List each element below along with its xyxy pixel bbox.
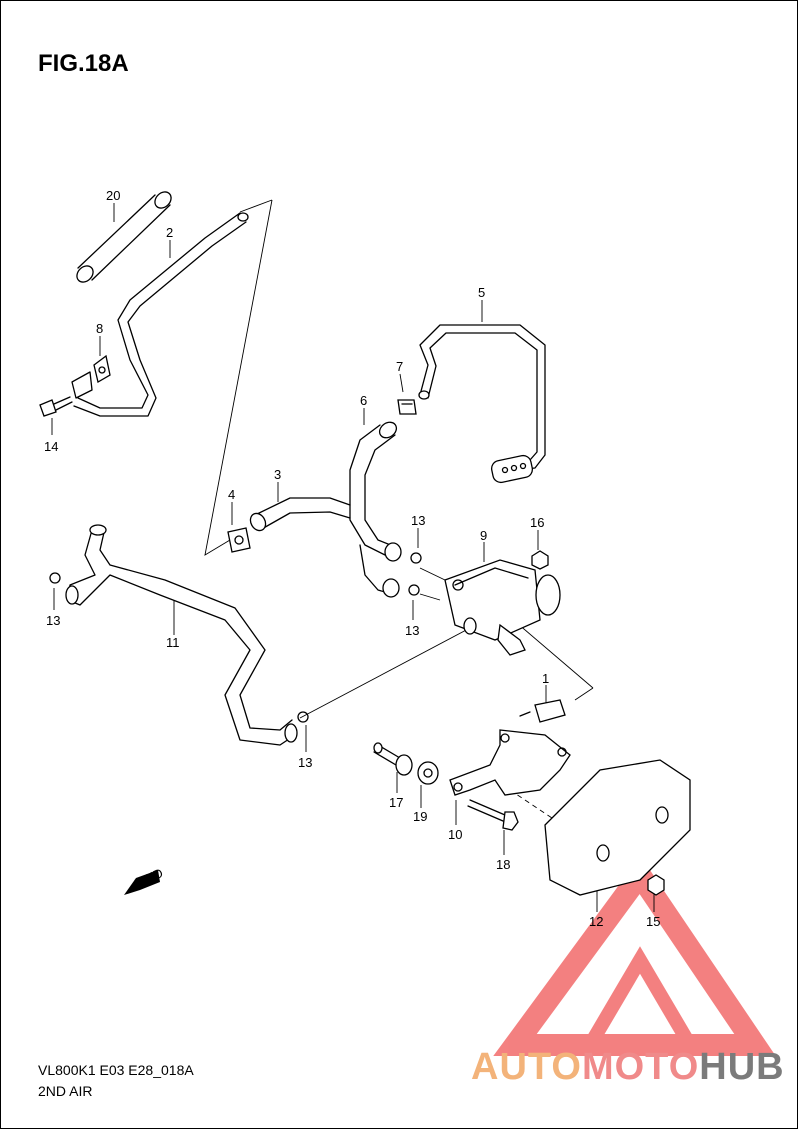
bolt-part-17 bbox=[373, 742, 413, 776]
leader-lines bbox=[51, 199, 655, 912]
callout-20: 20 bbox=[106, 188, 120, 203]
bolt-part-14 bbox=[39, 396, 73, 417]
callout-6: 6 bbox=[360, 393, 367, 408]
callout-13-mid: 13 bbox=[405, 623, 419, 638]
valve-part-9 bbox=[444, 559, 561, 656]
bolt-part-18 bbox=[467, 799, 519, 831]
callout-1: 1 bbox=[542, 671, 549, 686]
nut-part-16 bbox=[531, 550, 549, 570]
grommet-part-8 bbox=[93, 354, 111, 384]
collar-part-19 bbox=[417, 761, 439, 785]
callout-11: 11 bbox=[166, 635, 180, 650]
watermark-brand: AUTOMOTOHUB bbox=[471, 1046, 785, 1088]
clamp-part-4 bbox=[227, 527, 251, 553]
fwd-label: FWD bbox=[132, 865, 165, 891]
figure-code: VL800K1 E03 E28_018A bbox=[38, 1062, 194, 1078]
pipe-part-5 bbox=[418, 324, 546, 484]
callout-10: 10 bbox=[448, 827, 462, 842]
callout-17: 17 bbox=[389, 795, 403, 810]
pipe-part-2 bbox=[71, 212, 249, 417]
clip-part-13-left bbox=[49, 572, 61, 584]
clip-part-13-bottom bbox=[297, 711, 309, 723]
clip-part-13-mid bbox=[408, 584, 420, 596]
callout-15: 15 bbox=[646, 914, 660, 929]
callout-8: 8 bbox=[96, 321, 103, 336]
clip-part-7 bbox=[397, 399, 417, 415]
hose-part-6 bbox=[349, 421, 402, 598]
callout-3: 3 bbox=[274, 467, 281, 482]
callout-12: 12 bbox=[589, 914, 603, 929]
bracket-part-10 bbox=[449, 729, 571, 796]
fwd-arrow-icon: FWD bbox=[124, 865, 165, 895]
callout-18: 18 bbox=[496, 857, 510, 872]
callout-16: 16 bbox=[530, 515, 544, 530]
callout-2: 2 bbox=[166, 225, 173, 240]
callout-4: 4 bbox=[228, 487, 235, 502]
callout-5: 5 bbox=[478, 285, 485, 300]
callout-13-bottom: 13 bbox=[298, 755, 312, 770]
damper-part-1 bbox=[519, 699, 566, 723]
callout-13-left: 13 bbox=[46, 613, 60, 628]
watermark-logo bbox=[493, 855, 776, 1056]
callout-labels: 20 2 8 14 5 7 6 3 4 13 9 16 13 13 11 13 … bbox=[44, 188, 660, 929]
callout-9: 9 bbox=[480, 528, 487, 543]
nut-part-15 bbox=[647, 874, 665, 896]
clip-part-13-top bbox=[410, 552, 422, 564]
hose-part-3 bbox=[249, 497, 351, 532]
callout-7: 7 bbox=[396, 359, 403, 374]
callout-14: 14 bbox=[44, 439, 58, 454]
hose-part-20 bbox=[76, 191, 172, 283]
figure-title: FIG.18A bbox=[38, 50, 129, 77]
callout-13-top: 13 bbox=[411, 513, 425, 528]
callout-19: 19 bbox=[413, 809, 427, 824]
figure-name: 2ND AIR bbox=[38, 1083, 93, 1099]
hose-part-11 bbox=[65, 524, 298, 746]
cover-part-12 bbox=[544, 759, 691, 896]
